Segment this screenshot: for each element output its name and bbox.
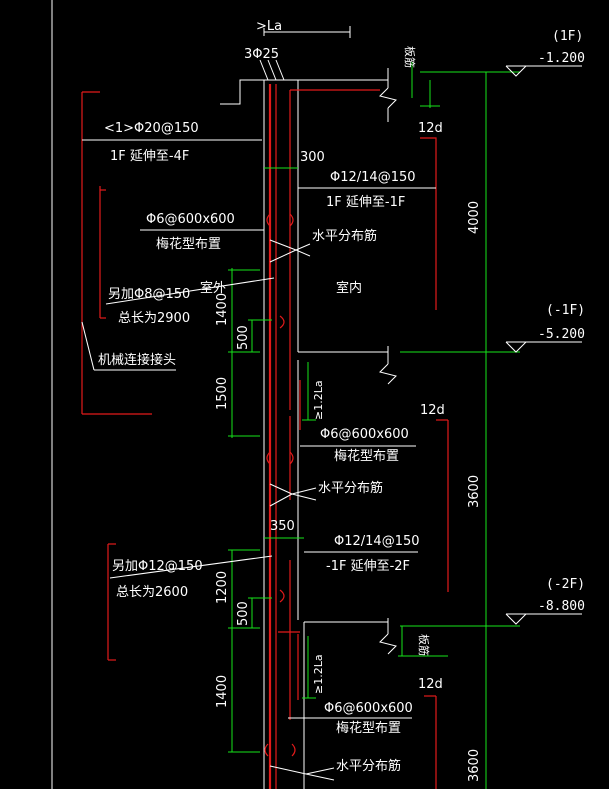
extend-1f-4f-label: 1F 延伸至-4F (110, 149, 189, 164)
total-2900-label: 总长为2900 (118, 311, 190, 326)
indoor-label: 室内 (336, 280, 362, 296)
height-3600-b: 3600 (467, 749, 482, 782)
height-4000: 4000 (467, 201, 482, 234)
level-texts: (1F) -1.200 (-1F) -5.200 (-2F) -8.800 40… (467, 29, 585, 782)
dim-1200-label: 1200 (215, 571, 230, 604)
dim-12d-1: 12d (420, 403, 445, 418)
tie-2-label: Φ6@600x600 (320, 427, 409, 442)
annotation-texts: >La 3Φ25 板筋 <1>Φ20@150 1F 延伸至-4F 12d 300… (98, 19, 445, 774)
dim-12d-2: 12d (418, 677, 443, 692)
dim-12d-top: 12d (418, 121, 443, 136)
horiz-dist-1-label: 水平分布筋 (312, 228, 377, 244)
horiz-dist-2-label: 水平分布筋 (318, 480, 383, 496)
slab-rebar-label-1: 板筋 (403, 46, 417, 68)
extend-1f-label: 1F 延伸至-1F (326, 195, 405, 210)
total-2600-label: 总长为2600 (116, 585, 188, 600)
level-marks (505, 65, 582, 625)
slab-rebar-label-2: 板筋 (417, 634, 431, 656)
dim-1400-b-label: 1400 (215, 675, 230, 708)
lap-2-label: ≥1.2La (312, 654, 325, 694)
dim-1400-a-label: 1400 (215, 293, 230, 326)
tie-3-label: Φ6@600x600 (324, 701, 413, 716)
rebar-1-label: <1>Φ20@150 (104, 121, 199, 136)
level-1f-name: (1F) (552, 29, 583, 44)
plum-3-label: 梅花型布置 (336, 720, 401, 736)
dim-500-b-label: 500 (236, 601, 251, 626)
level-1f-elev: -1.200 (538, 51, 585, 66)
green-dimensions (228, 62, 520, 789)
extra-phi8-label: 另加Φ8@150 (108, 287, 190, 302)
horiz-dist-3-label: 水平分布筋 (336, 758, 401, 774)
leader-lines (81, 139, 436, 781)
height-3600-a: 3600 (467, 475, 482, 508)
dim-1500-label: 1500 (215, 377, 230, 410)
bars-top-label: 3Φ25 (244, 47, 279, 62)
la-top-label: >La (256, 19, 282, 34)
level-m2f-elev: -8.800 (538, 599, 585, 614)
plum-2-label: 梅花型布置 (334, 448, 399, 464)
dim-350-label: 350 (270, 519, 295, 534)
extra-phi12-label: 另加Φ12@150 (112, 559, 203, 574)
horiz-rebar-1-label: Φ12/14@150 (330, 170, 416, 185)
plum-1-label: 梅花型布置 (156, 236, 221, 252)
lap-1-label: ≥1.2La (312, 380, 325, 420)
level-m1f-elev: -5.200 (538, 327, 585, 342)
tie-1-label: Φ6@600x600 (146, 212, 235, 227)
mech-joint-label: 机械连接接头 (98, 352, 176, 368)
level-m2f-name: (-2F) (546, 577, 585, 592)
red-rebars (81, 84, 449, 789)
horiz-rebar-2-label: Φ12/14@150 (334, 534, 420, 549)
level-m1f-name: (-1F) (546, 303, 585, 318)
dim-300-label: 300 (300, 150, 325, 165)
wall-outline (220, 26, 397, 789)
outdoor-label: 室外 (200, 280, 226, 296)
extend-m1f-m2f-label: -1F 延伸至-2F (326, 559, 410, 574)
dim-500-a-label: 500 (236, 325, 251, 350)
